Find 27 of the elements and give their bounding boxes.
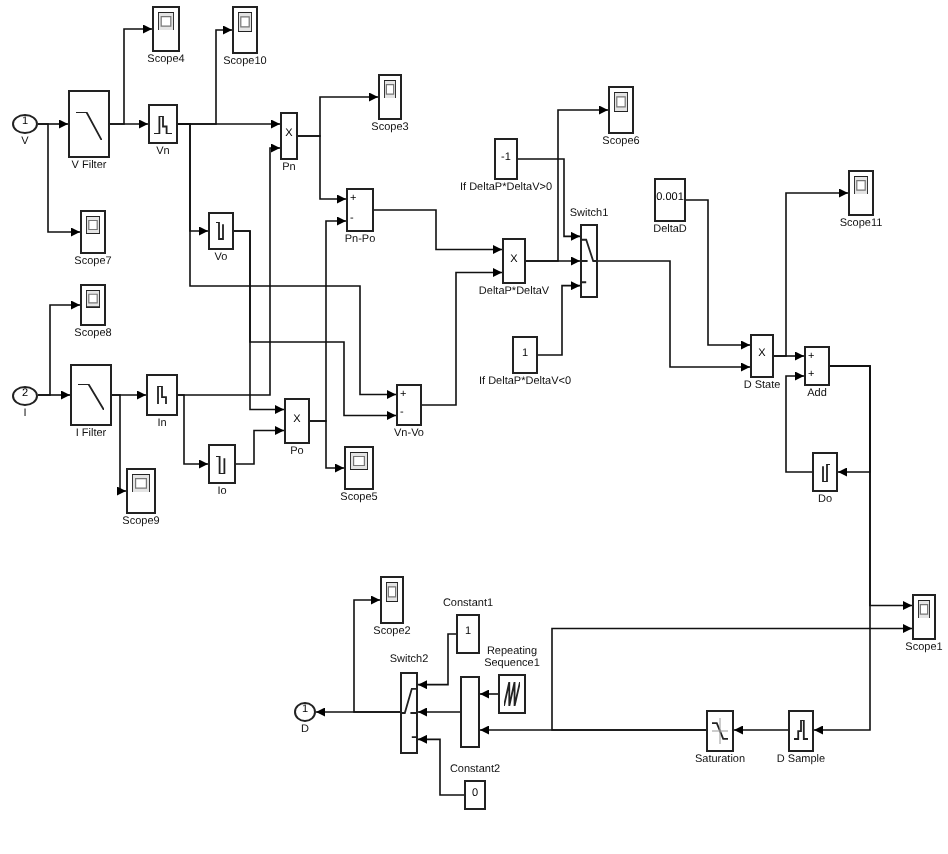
signal-arrow [233, 230, 397, 420]
signal-arrow [111, 394, 127, 496]
signal-arrow [177, 123, 397, 399]
signal-arrow [479, 689, 499, 699]
signal-arrow [733, 725, 789, 735]
signal-arrow [235, 426, 285, 465]
signal-arrow [537, 281, 581, 356]
signal-arrow [37, 300, 81, 396]
signal-arrow [417, 707, 461, 717]
signal-arrow [421, 268, 503, 406]
signal-arrow [109, 119, 149, 129]
signal-arrow [773, 188, 849, 357]
signal-arrow [525, 105, 609, 262]
signal-arrow [785, 371, 813, 473]
signal-arrow [813, 365, 871, 735]
signal-arrow [353, 595, 401, 713]
signal-arrow [597, 260, 751, 372]
signal-arrow [309, 420, 345, 473]
signal-arrow [297, 135, 347, 204]
signal-arrow [177, 394, 209, 469]
signal-arrow [551, 624, 913, 731]
signal-arrow [417, 734, 465, 796]
signal-arrow [37, 123, 81, 237]
signal-arrow [517, 158, 581, 241]
signal-arrow [417, 633, 457, 690]
signal-arrow [373, 209, 503, 254]
signal-arrow [685, 199, 751, 350]
